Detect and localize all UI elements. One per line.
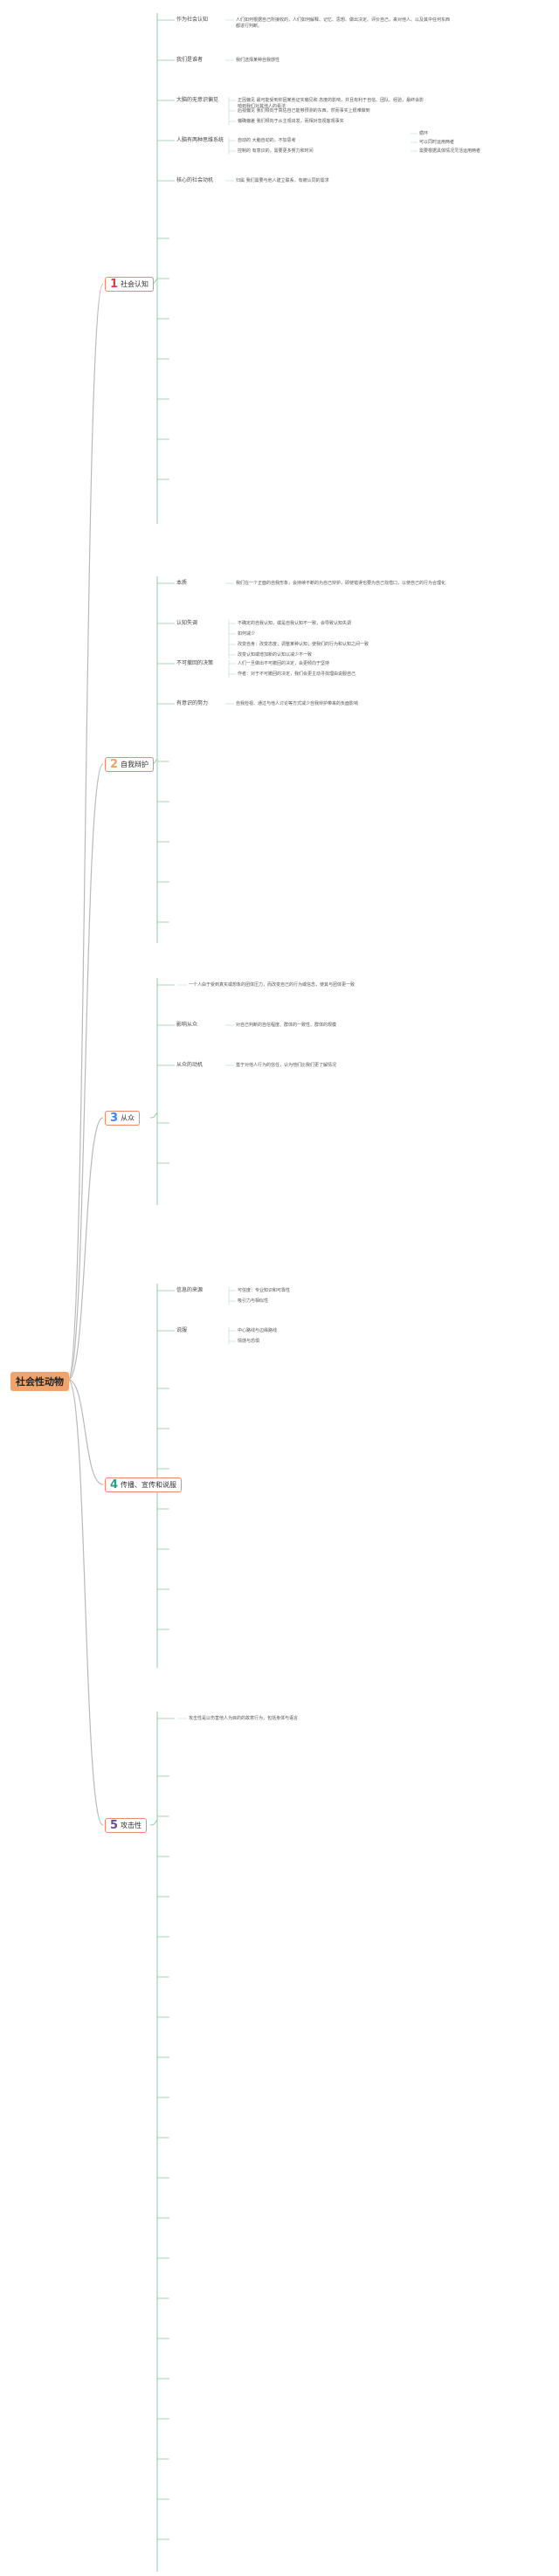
child-label: 信息的来源	[176, 1287, 204, 1293]
root-node: 社会性动物	[10, 1372, 69, 1391]
child-item: 自动的 大脑自动的，不加思考	[238, 138, 296, 143]
child-label: 作为社会认知	[176, 17, 209, 23]
child-label: 不可撤回的决策	[176, 660, 214, 666]
child-label: 大脑的无意识偏见	[176, 97, 219, 103]
child-label: 本质	[176, 580, 188, 586]
child-label: 影响从众	[176, 1022, 198, 1028]
branch-number: 3	[110, 1112, 119, 1125]
root-to-branch-curve	[67, 1379, 104, 1485]
child-item: 可信度：专业知识和可靠性	[238, 1288, 291, 1293]
branch-number: 1	[110, 278, 119, 291]
child-label: 从众的动机	[176, 1062, 204, 1068]
child-label: 核心的社会动机	[176, 177, 214, 183]
child-item: 后视偏见 我们倾向于高估自己能够预测的东西，然而事实上很难做到	[238, 108, 370, 114]
child-note: 需要根据具体情况灵活运用两者	[419, 148, 481, 154]
branch-joint	[149, 1112, 158, 1119]
child-item: 情感与恐惧	[238, 1339, 260, 1344]
child-label: 人脑有两种思维系统	[176, 137, 224, 143]
child-text: 我们选择某种自我感性	[236, 58, 280, 63]
child-item: 人们一旦做出不可撤回的决定，会更倾向于坚持	[238, 661, 330, 666]
child-text: 自我检视、通过与他人讨论等方式减少自我辩护带来的负面影响	[236, 701, 359, 706]
child-text: 对自己判断的自信程度、群体的一致性、群体的规模	[236, 1023, 337, 1028]
child-text: 人们如何根据自己所接收的，人们如何解释、记忆、思想、做出决定、评价自己，来对他人…	[236, 17, 451, 29]
child-item: 正因偏见 最可能受到你因某些证实偏见和 态度的影响，并且有利于自信、团队、经验，…	[238, 98, 424, 109]
child-note: 循环	[419, 131, 429, 136]
branch-joint	[149, 1819, 158, 1826]
branch-label: 攻击性	[121, 1822, 142, 1829]
root-to-branch-curve	[67, 763, 104, 1381]
child-label: 认知失调	[176, 620, 198, 626]
child-item: 如何减少	[238, 631, 256, 637]
child-item: 作者：对于不可撤回的决定，我们会更主动寻找理由说服自己	[238, 672, 356, 677]
root-to-branch-curve	[67, 283, 104, 1381]
child-note: 可以同时运用两者	[419, 140, 455, 145]
child-item: 中心路线与边缘路线	[238, 1328, 278, 1333]
child-label: 说服	[176, 1327, 188, 1333]
branch-label: 从众	[121, 1114, 135, 1122]
child-text: 我们在一个正面的自我形象，会持续不断的为自己辩护，即使错误也要为自己找借口，以使…	[236, 581, 446, 586]
child-item: 偏确偏差 我们倾向于从主观出发，而相对忽视客观事实	[238, 119, 344, 124]
child-item: 改变认知或增加新的认知以减少不一致	[238, 652, 313, 658]
child-item: 不确定的自我认知，或是自我认知不一致，会导致认知失调	[238, 621, 352, 626]
child-text: 归属 我们需要与他人建立联系，有被认同的需求	[236, 178, 329, 183]
child-label: 有意识的努力	[176, 700, 209, 706]
branch-label: 社会认知	[121, 280, 149, 288]
child-item: 吸引力与相似性	[238, 1298, 269, 1304]
branch-label: 自我辩护	[121, 761, 149, 768]
child-text: 一个人由于受到真实或想象的团体压力，而改变自己的行为或信念，使其与团体更一致	[189, 982, 355, 988]
branch-number: 2	[110, 758, 119, 771]
child-label: 我们是谁者	[176, 57, 204, 63]
branch-label: 传播、宣传和说服	[121, 1481, 177, 1489]
root-to-branch-curve	[67, 1117, 104, 1381]
child-text: 基于对他人行为的信任，认为他们比我们更了解情况	[236, 1063, 337, 1068]
child-item: 控制的 有意识的，需要更多努力和时间	[238, 148, 314, 154]
branch-number: 4	[110, 1478, 119, 1491]
child-item: 改变自身：改变态度；调整某种认知；使我们的行为和认知之间一致	[238, 642, 369, 647]
branch-number: 5	[110, 1819, 119, 1832]
root-to-branch-curve	[67, 1379, 104, 1826]
child-text: 攻击性是以伤害他人为目的的故意行为，包括身体与语言	[189, 1716, 299, 1721]
